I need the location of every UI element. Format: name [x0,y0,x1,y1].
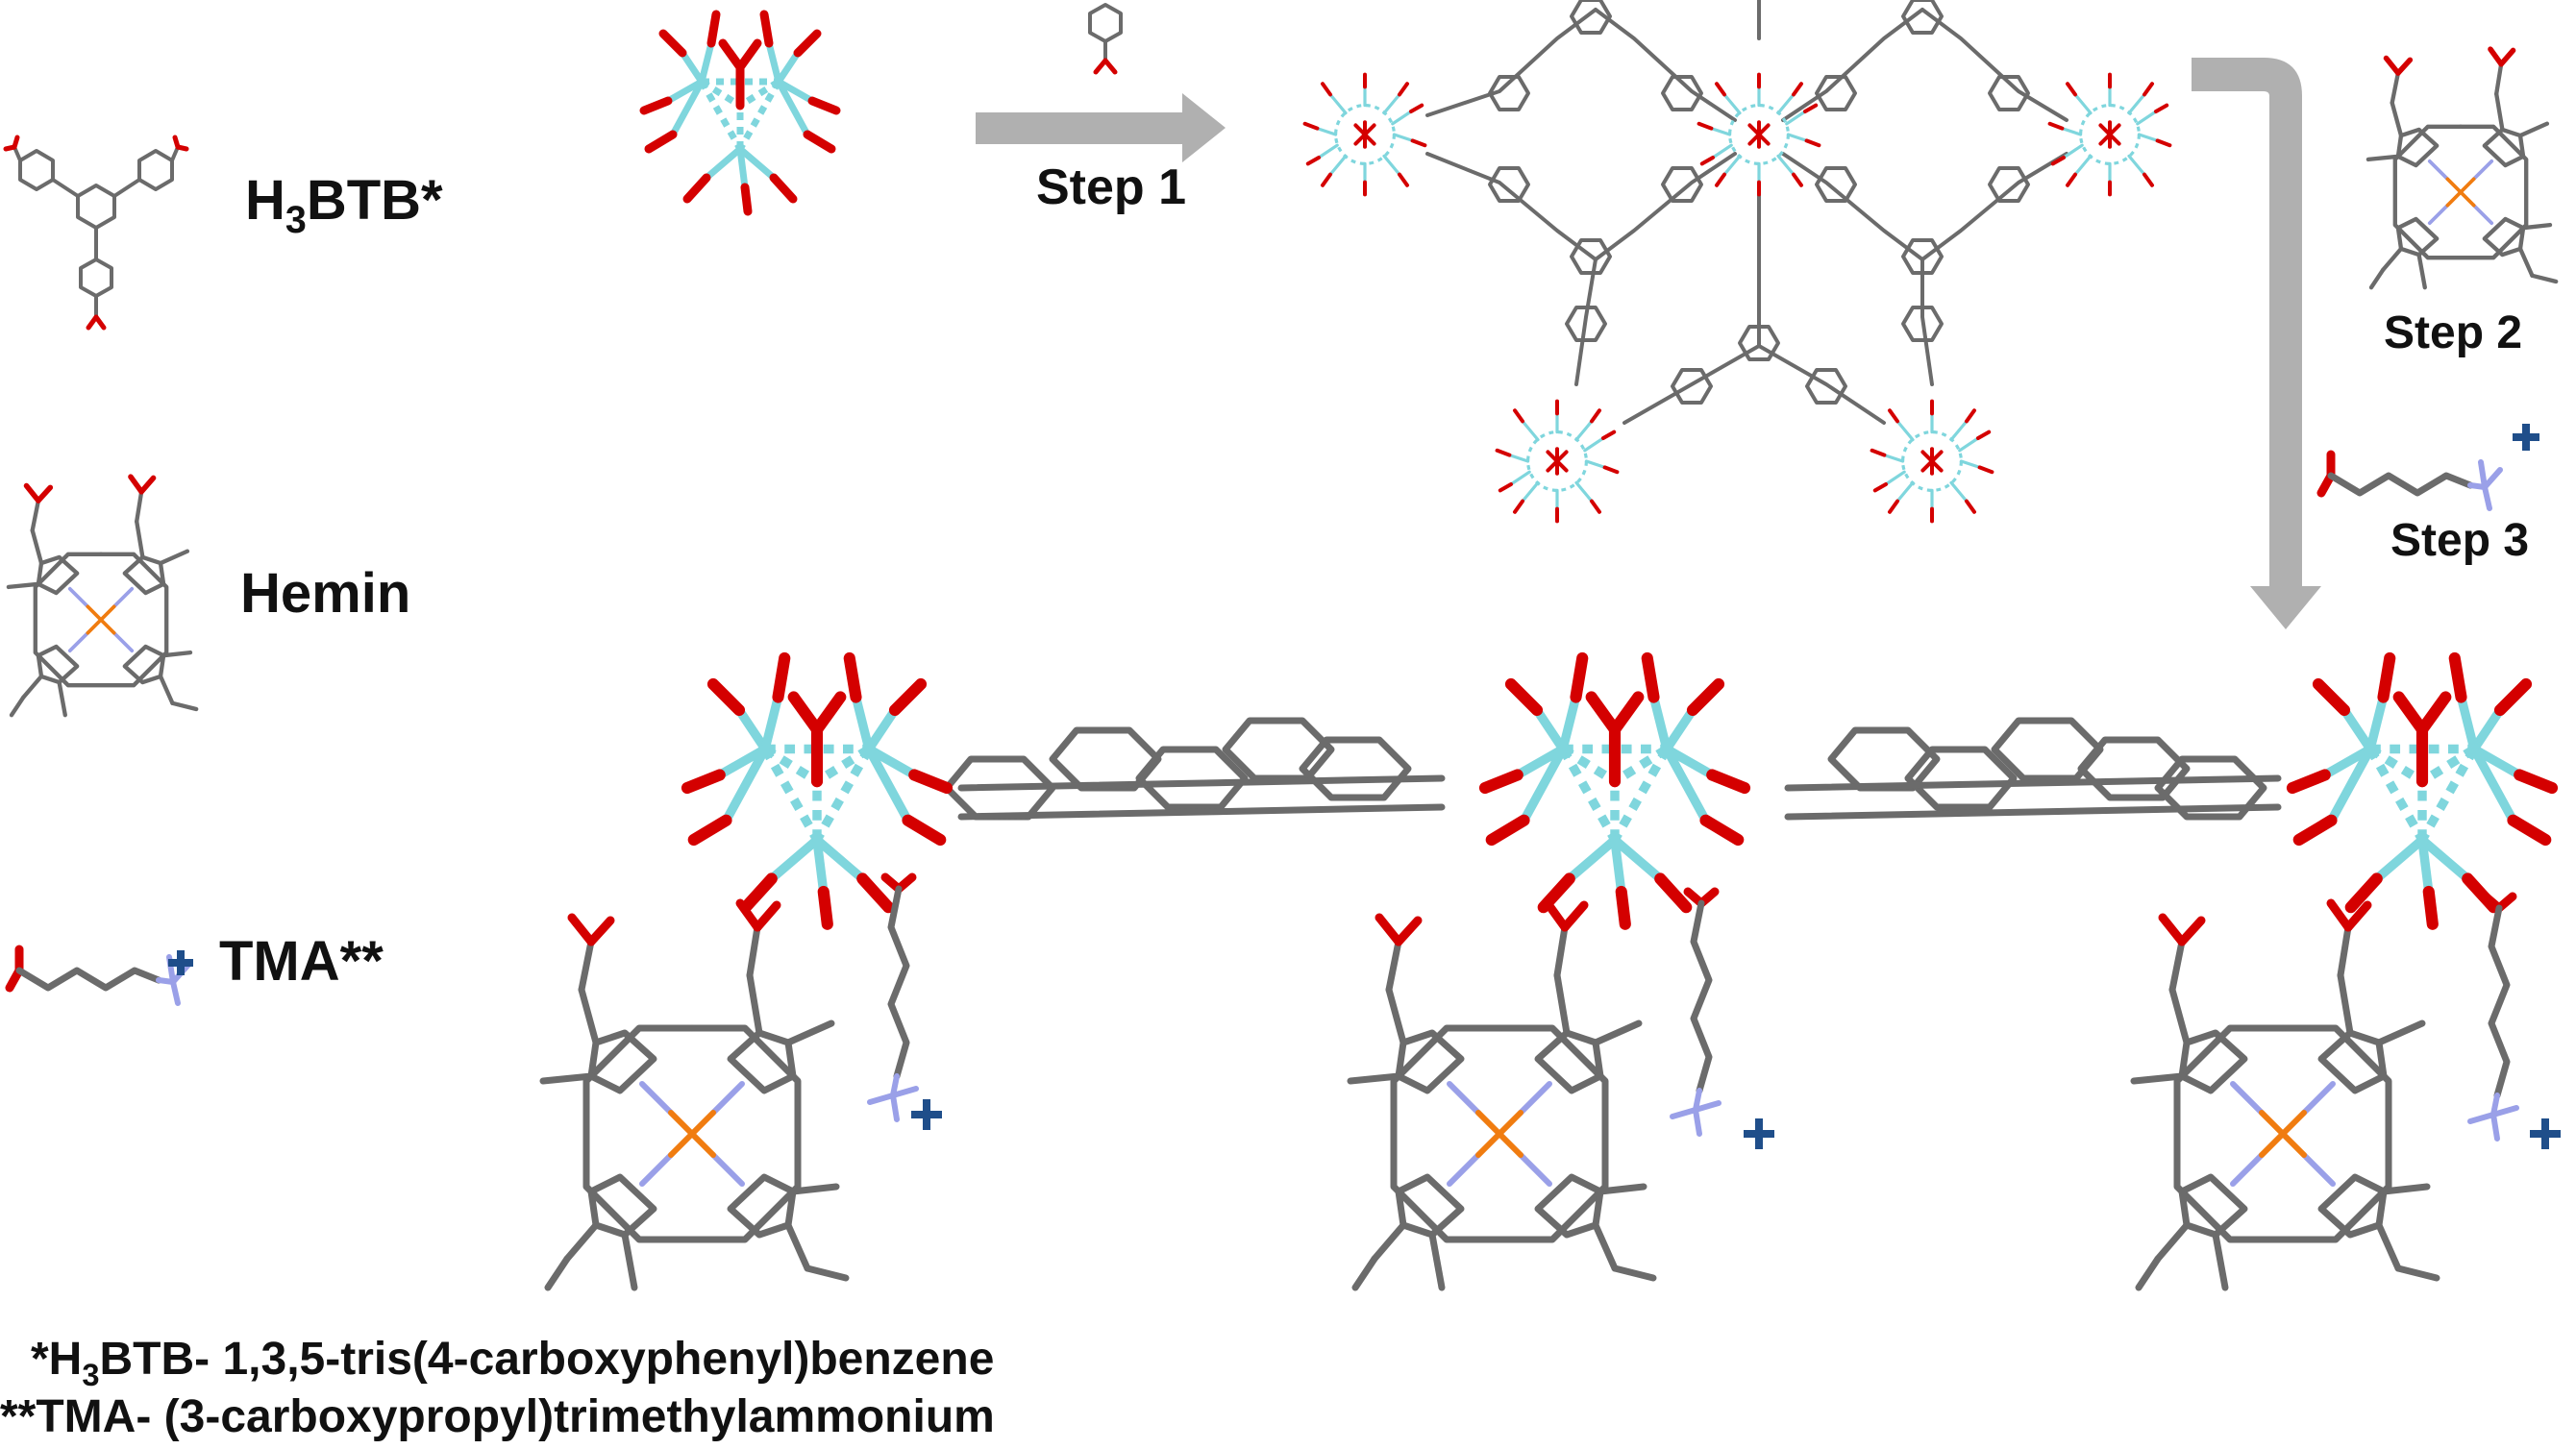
legend-btb-molecule [3,135,189,331]
grafted-tma-1 [870,877,916,1119]
legend-hemin-molecule [9,477,196,715]
grafted-hemin-1 [543,903,846,1288]
footnote-btb-sub: 3 [82,1357,99,1392]
grafted-hemin-3 [2134,903,2437,1288]
grafted-tma-3-charge [2530,1118,2561,1149]
tma-reagent [2321,454,2500,508]
zr-cluster-reagent [644,14,836,211]
footnote-btb-pre: *H [31,1334,82,1385]
step1-arrow [976,93,1226,162]
grafted-tma-2-charge [1744,1118,1774,1149]
legend-btb-label: H3BTB* [245,169,443,241]
footnote-btb: *H3BTB- 1,3,5-tris(4-carboxyphenyl)benze… [31,1334,994,1392]
footnote-btb-post: BTB- 1,3,5-tris(4-carboxyphenyl)benzene [100,1334,995,1385]
legend-tma-charge [168,950,193,975]
step2-label: Step 2 [2384,307,2522,358]
mof-2d-network [1305,0,2170,521]
hemin-reagent [2368,49,2556,287]
legend-tma-molecule [10,949,188,1003]
grafted-tma-2 [1672,892,1719,1134]
grafted-tma-3 [2470,896,2516,1139]
btb-label-rest: BTB* [307,169,443,232]
btb-label-main: H [245,169,285,232]
legend-tma-label: TMA** [219,930,384,993]
step2-3-arrow [2192,58,2321,629]
tma-reagent-charge [2513,424,2539,451]
step3-label: Step 3 [2390,515,2529,566]
step1-label: Step 1 [1036,160,1186,215]
functionalized-mof-side-view [543,658,2561,1288]
footnote-tma: **TMA- (3-carboxypropyl)trimethylammoniu… [0,1391,995,1442]
legend-hemin-label: Hemin [240,562,410,625]
btb-label-sub: 3 [285,199,307,241]
grafted-hemin-2 [1350,903,1653,1288]
linker-fragment [1088,3,1123,75]
grafted-tma-1-charge [911,1099,942,1130]
